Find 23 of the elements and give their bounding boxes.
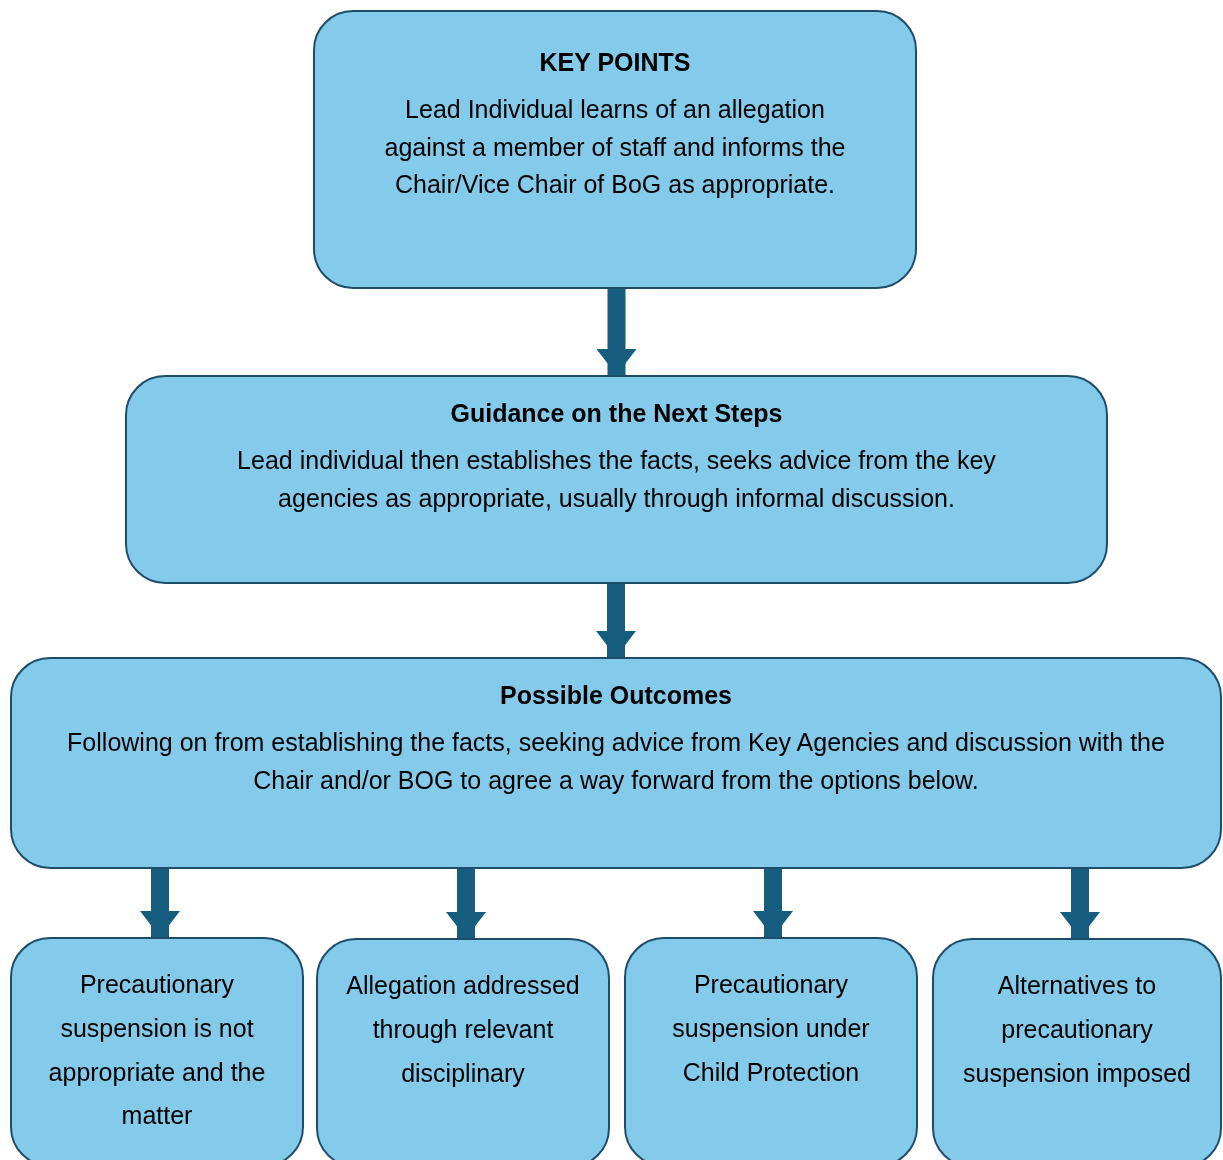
arrow xyxy=(446,869,486,938)
body-text: Precautionary suspension is not appropriate and the matter xyxy=(47,969,267,1132)
body-text: Alternatives to precautionary suspension imposed xyxy=(962,970,1192,1089)
section-heading: KEY POINTS xyxy=(539,48,691,77)
section-box xyxy=(313,10,917,289)
section-box xyxy=(10,657,1222,869)
section-box xyxy=(125,375,1108,584)
body-text: Precautionary suspension under Child Protection xyxy=(671,969,871,1088)
section-heading: Guidance on the Next Steps xyxy=(450,399,783,428)
outcome-box xyxy=(932,938,1222,1160)
outcome-box xyxy=(316,938,610,1160)
arrow xyxy=(596,584,636,657)
body-text: Following on from establishing the facts, seeking advice from Key Agencies and discussion with the Chair and/or BOG to agree a way forward from the options below. xyxy=(66,727,1166,796)
body-text: Lead Individual learns of an allegation against a member of staff and informs the Chair/Vice Chair of BoG as appropriate. xyxy=(383,94,847,200)
arrow xyxy=(753,869,793,937)
body-text: Allegation addressed through relevant disciplinary xyxy=(345,970,581,1089)
arrow xyxy=(140,869,180,937)
outcome-box xyxy=(624,937,918,1160)
arrow xyxy=(596,289,637,375)
body-text: Lead individual then establishes the facts, seeks advice from the key agencies as appropriate, usually through informal discussion. xyxy=(236,445,997,514)
outcome-box xyxy=(10,937,304,1160)
section-heading: Possible Outcomes xyxy=(500,681,732,710)
arrow xyxy=(1060,869,1100,938)
